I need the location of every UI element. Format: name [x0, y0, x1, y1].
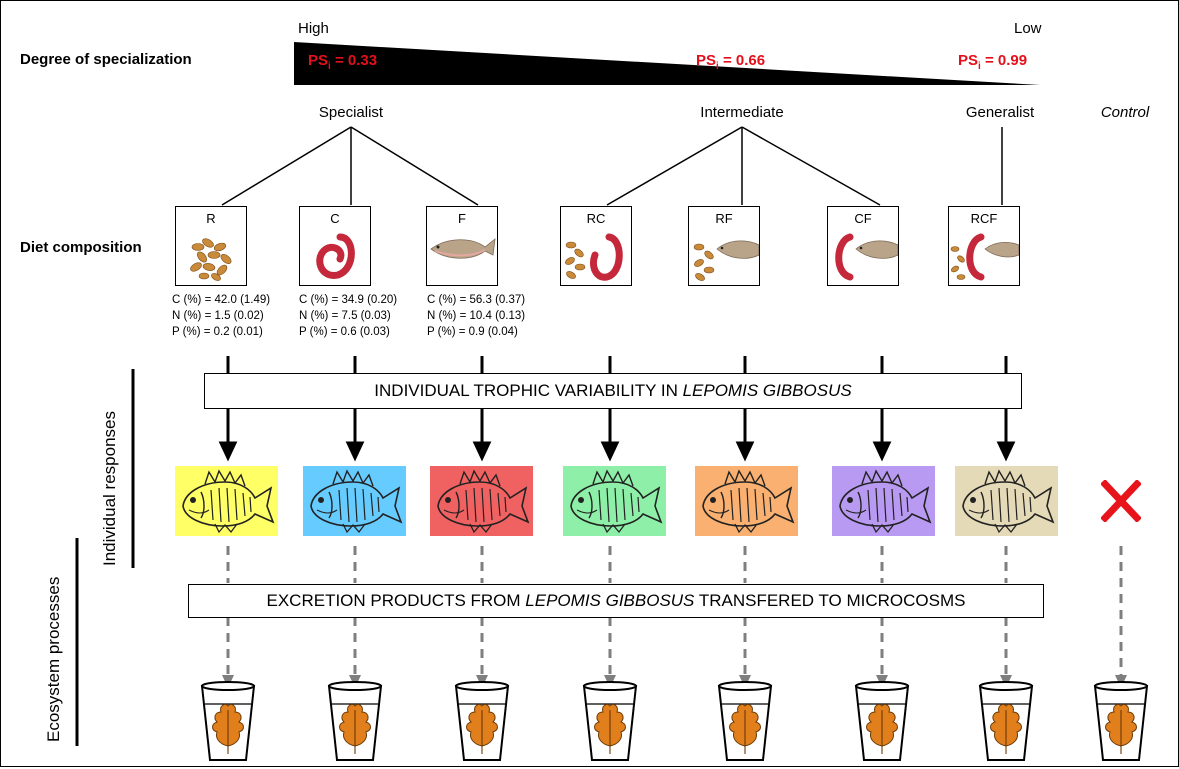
microcosm-cup-icon	[853, 680, 911, 764]
diet-code: R	[206, 211, 216, 226]
diet-code: RCF	[970, 211, 998, 226]
carbon-value: C (%) = 56.3 (0.37)	[427, 294, 526, 306]
diet-box-cf: CF	[827, 206, 899, 286]
fish-fillet-icon	[430, 238, 496, 259]
rf-mix-icon	[693, 240, 759, 281]
excretion-products-bar: EXCRETION PRODUCTS FROM LEPOMIS GIBBOSUS…	[188, 584, 1044, 618]
nitrogen-value: N (%) = 1.5 (0.02)	[172, 310, 264, 322]
diet-box-rf: RF	[688, 206, 760, 286]
sunfish-icon	[563, 466, 666, 536]
chironomid-icon	[316, 233, 355, 279]
microcosm-cup-icon	[581, 680, 639, 764]
bar-text: INDIVIDUAL TROPHIC VARIABILITY IN	[374, 381, 683, 400]
rcf-mix-icon	[950, 233, 1019, 281]
diet-box-f: F	[426, 206, 498, 286]
cross-icon	[1101, 480, 1141, 522]
phosphorus-value: P (%) = 0.6 (0.03)	[299, 326, 390, 338]
sunfish-icon	[832, 466, 935, 536]
diet-code: CF	[854, 211, 872, 226]
diet-stats-r: C (%) = 42.0 (1.49) N (%) = 1.5 (0.02) P…	[172, 292, 270, 340]
diet-code: RF	[715, 211, 733, 226]
diet-code: F	[458, 211, 466, 226]
specialization-wedge	[294, 42, 1040, 85]
diet-box-rc: RC	[560, 206, 632, 286]
phosphorus-value: P (%) = 0.9 (0.04)	[427, 326, 518, 338]
sunfish-icon	[955, 466, 1058, 536]
bar-text: TRANSFERED TO MICROCOSMS	[694, 591, 966, 610]
cf-mix-icon	[835, 233, 898, 281]
ecosystem-processes-label: Ecosystem processes	[44, 576, 63, 742]
ps-value-generalist: PSi = 0.99	[958, 52, 1028, 72]
carbon-value: C (%) = 34.9 (0.20)	[299, 294, 398, 306]
diet-stats-c: C (%) = 34.9 (0.20) N (%) = 7.5 (0.03) P…	[299, 292, 397, 340]
high-label: High	[298, 20, 329, 37]
diet-stats-f: C (%) = 56.3 (0.37) N (%) = 10.4 (0.13) …	[427, 292, 525, 340]
specialist-label: Specialist	[318, 104, 384, 121]
intermediate-label: Intermediate	[700, 104, 784, 121]
diet-code: C	[330, 211, 340, 226]
ps-value-intermediate: PSi = 0.66	[696, 52, 766, 72]
individual-responses-label: Individual responses	[100, 411, 119, 566]
bar-text: EXCRETION PRODUCTS FROM	[266, 591, 526, 610]
diet-composition-label: Diet composition	[20, 239, 142, 256]
nitrogen-value: N (%) = 10.4 (0.13)	[427, 310, 526, 322]
phosphorus-value: P (%) = 0.2 (0.01)	[172, 326, 263, 338]
diet-code: RC	[586, 211, 606, 226]
species-name: LEPOMIS GIBBOSUS	[525, 591, 695, 610]
sunfish-icon	[175, 466, 278, 536]
species-name: LEPOMIS GIBBOSUS	[682, 381, 852, 400]
sunfish-icon	[303, 466, 406, 536]
rice-pellet-icon	[190, 238, 232, 281]
individual-variability-bar: INDIVIDUAL TROPHIC VARIABILITY IN LEPOMI…	[204, 373, 1022, 409]
microcosm-cup-icon	[199, 680, 257, 764]
carbon-value: C (%) = 42.0 (1.49)	[172, 294, 271, 306]
microcosm-cup-icon	[453, 680, 511, 764]
rc-mix-icon	[565, 233, 623, 281]
microcosm-cup-icon	[1092, 680, 1150, 764]
diet-box-c: C	[299, 206, 371, 286]
ps-value-specialist: PSi = 0.33	[308, 52, 378, 72]
diet-box-rcf: RCF	[948, 206, 1020, 286]
microcosm-cup-icon	[977, 680, 1035, 764]
sunfish-icon	[430, 466, 533, 536]
sunfish-icon	[695, 466, 798, 536]
microcosm-cup-icon	[716, 680, 774, 764]
diet-box-r: R	[175, 206, 247, 286]
low-label: Low	[1014, 20, 1042, 37]
nitrogen-value: N (%) = 7.5 (0.03)	[299, 310, 391, 322]
degree-of-specialization-label: Degree of specialization	[20, 51, 192, 68]
generalist-label: Generalist	[965, 104, 1035, 121]
microcosm-cup-icon	[326, 680, 384, 764]
control-label: Control	[1100, 104, 1150, 121]
